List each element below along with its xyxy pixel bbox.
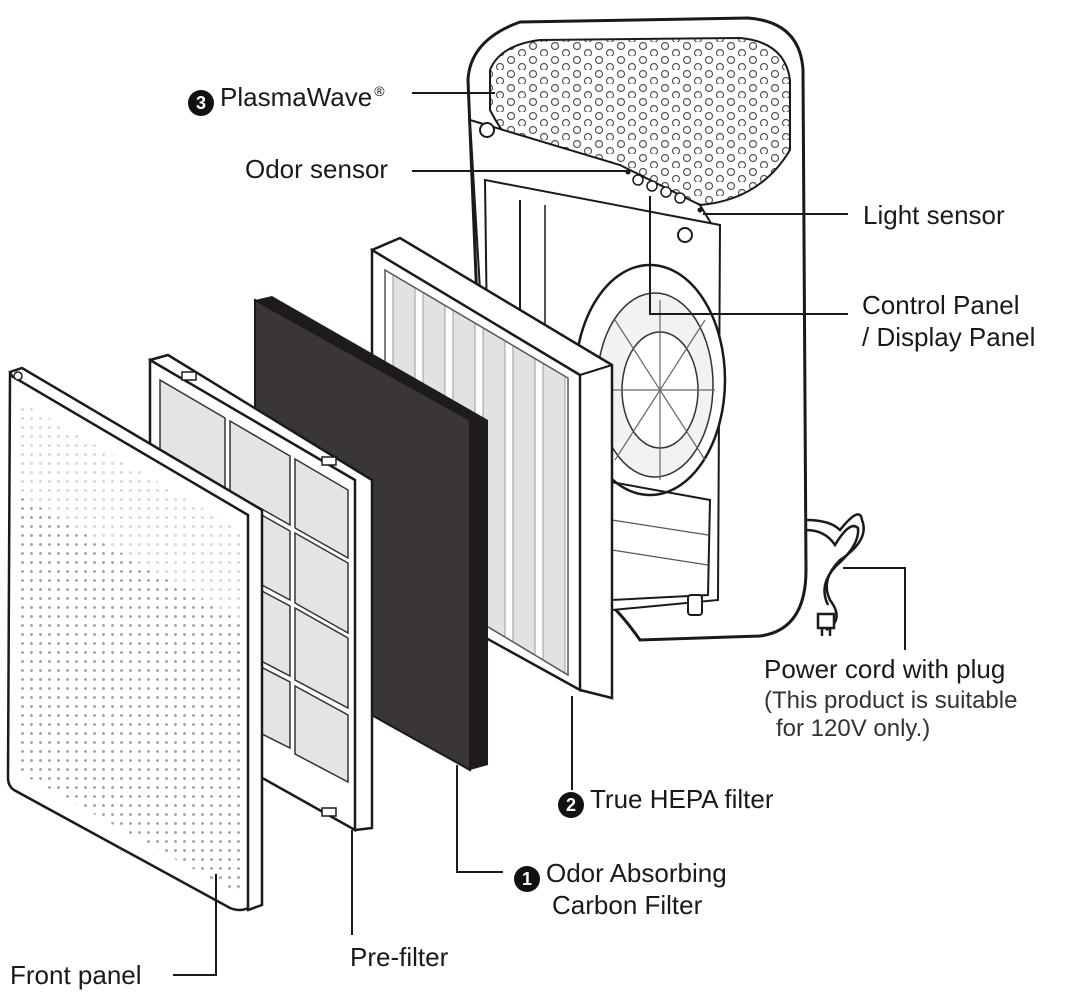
hepa-text: True HEPA filter [590,784,774,814]
number-badge-3: 3 [188,90,214,116]
power-cord-label: Power cord with plug [764,654,1006,684]
carbon-filter-label-line2: Carbon Filter [552,890,703,920]
power-note-line1: (This product is suitable [764,687,1018,714]
plasmawave-text: PlasmaWave [220,82,373,112]
carbon-text-line1: Odor Absorbing [546,858,727,888]
number-badge-2: 2 [558,792,584,818]
control-panel-label-line1: Control Panel [862,290,1020,320]
light-sensor-label: Light sensor [863,200,1005,230]
control-panel-label-line2: / Display Panel [862,322,1036,352]
registered-mark: ® [374,83,385,99]
front-panel-label: Front panel [10,960,142,990]
leader-lines [173,92,906,976]
front-panel [6,366,264,912]
pre-filter-label: Pre-filter [350,942,449,972]
odor-sensor-label: Odor sensor [245,154,389,184]
number-badge-1: 1 [514,866,540,892]
power-note-line2: for 120V only.) [776,715,931,742]
power-cord [805,513,865,636]
